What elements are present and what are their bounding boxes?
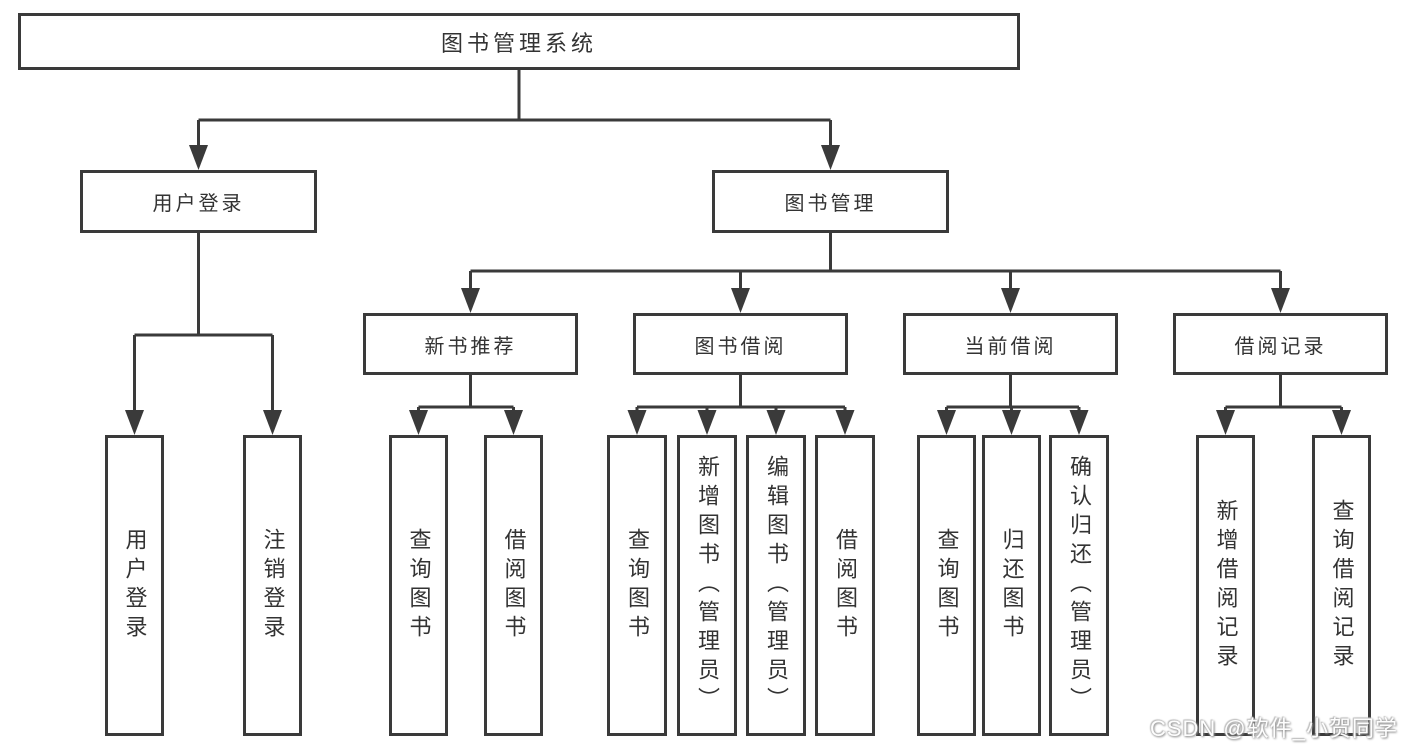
node-user-login-action: 用户登录 (105, 435, 164, 736)
node-borrow-books-action-label: 借阅图书 (833, 527, 858, 644)
node-book-management-label: 图书管理 (784, 193, 877, 215)
node-root-label: 图书管理系统 (440, 30, 597, 56)
node-borrow-books-recommend-label: 借阅图书 (501, 527, 527, 644)
node-new-book-recommend-label: 新书推荐 (424, 335, 517, 358)
node-book-borrow: 图书借阅 (633, 313, 848, 375)
node-user-login-label: 用户登录 (152, 193, 245, 215)
node-query-books-borrow-label: 查询图书 (625, 527, 650, 644)
node-add-book-admin-label: 新增图书（管理员） (695, 455, 720, 716)
node-return-books: 归还图书 (982, 435, 1041, 736)
node-logout-action: 注销登录 (243, 435, 302, 736)
node-borrow-books-recommend: 借阅图书 (484, 435, 543, 736)
node-current-borrow-label: 当前借阅 (964, 335, 1057, 358)
node-query-borrow-record-label: 查询借阅记录 (1329, 498, 1355, 673)
node-add-borrow-record: 新增借阅记录 (1196, 435, 1255, 736)
node-borrow-books-action: 借阅图书 (815, 435, 875, 736)
node-query-books-recommend: 查询图书 (389, 435, 448, 736)
node-query-books-recommend-label: 查询图书 (406, 527, 432, 644)
node-root: 图书管理系统 (18, 13, 1020, 70)
node-user-login-action-label: 用户登录 (122, 527, 148, 644)
node-query-books-current-label: 查询图书 (934, 527, 960, 644)
node-user-login: 用户登录 (80, 170, 317, 233)
node-confirm-return-admin: 确认归还（管理员） (1049, 435, 1109, 736)
node-borrow-records: 借阅记录 (1173, 313, 1388, 375)
node-borrow-records-label: 借阅记录 (1234, 335, 1327, 358)
node-book-borrow-label: 图书借阅 (694, 335, 787, 358)
node-edit-book-admin-label: 编辑图书（管理员） (764, 455, 789, 716)
node-query-books-current: 查询图书 (917, 435, 976, 736)
node-query-borrow-record: 查询借阅记录 (1312, 435, 1371, 736)
node-current-borrow: 当前借阅 (903, 313, 1118, 375)
node-query-books-borrow: 查询图书 (607, 435, 667, 736)
node-return-books-label: 归还图书 (999, 527, 1025, 644)
node-logout-action-label: 注销登录 (260, 527, 286, 644)
csdn-watermark: CSDN @软件_小贺同学 (1149, 716, 1398, 741)
node-add-borrow-record-label: 新增借阅记录 (1213, 498, 1239, 673)
node-add-book-admin: 新增图书（管理员） (677, 435, 737, 736)
node-edit-book-admin: 编辑图书（管理员） (746, 435, 806, 736)
node-confirm-return-admin-label: 确认归还（管理员） (1067, 455, 1092, 716)
node-new-book-recommend: 新书推荐 (363, 313, 578, 375)
node-book-management: 图书管理 (712, 170, 949, 233)
